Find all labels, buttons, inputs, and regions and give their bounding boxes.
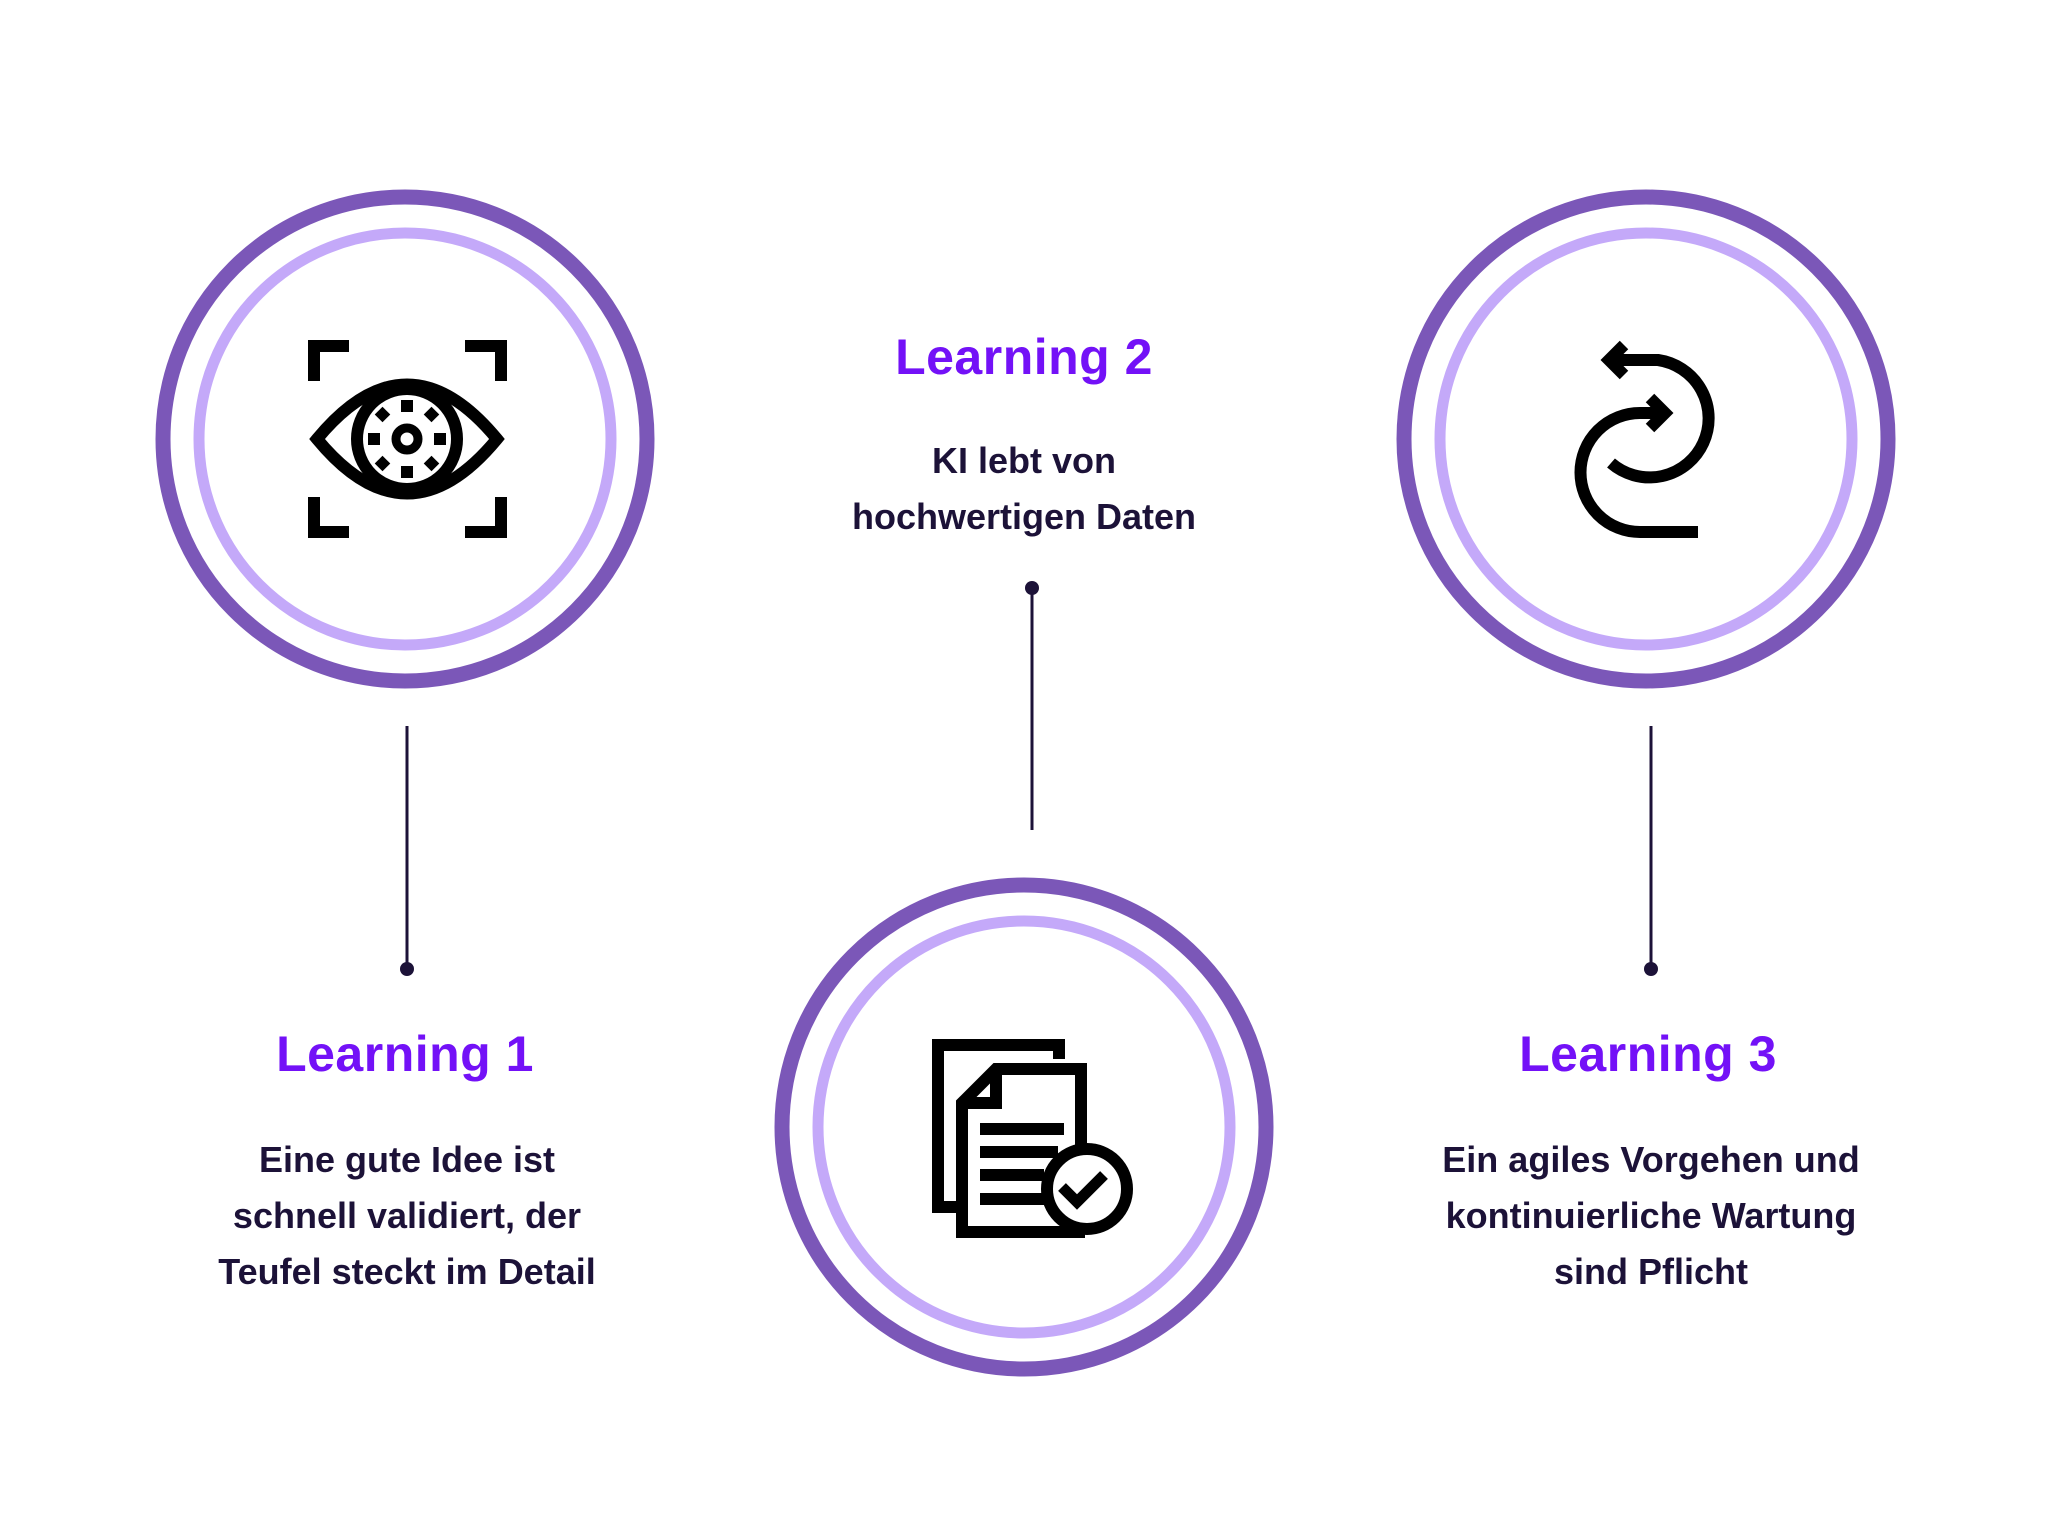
inner-ring: [193, 227, 617, 651]
learning-2-title: Learning 2: [895, 329, 1153, 385]
learning-2-description: KI lebt von hochwertigen Daten: [724, 433, 1324, 545]
learning-2-badge: [774, 877, 1274, 1377]
cycle-arrows-icon: [1574, 340, 1715, 538]
learning-3-description: Ein agiles Vorgehen und kontinuierliche …: [1351, 1132, 1951, 1300]
learning-3-badge: [1396, 189, 1896, 689]
learning-1-title: Learning 1: [276, 1026, 534, 1082]
eye-scan-icon: [308, 340, 507, 538]
description-line: sind Pflicht: [1553, 1251, 1748, 1292]
learning-1-description: Eine gute Idee ist schnell validiert, de…: [107, 1132, 707, 1300]
outer-ring: [774, 877, 1274, 1377]
inner-ring: [1434, 227, 1858, 651]
description-line: kontinuierliche Wartung: [1445, 1195, 1857, 1236]
description-line: hochwertigen Daten: [851, 496, 1197, 537]
description-line: KI lebt von: [931, 440, 1116, 481]
description-line: Eine gute Idee ist: [258, 1139, 556, 1180]
connector-1: [400, 726, 414, 976]
learning-1-badge: [155, 189, 655, 689]
learning-3-title: Learning 3: [1519, 1026, 1777, 1082]
outer-ring: [1396, 189, 1896, 689]
documents-check-icon: [932, 1039, 1133, 1238]
connector-3: [1644, 726, 1658, 976]
connector-2: [1025, 581, 1039, 830]
description-line: Teufel steckt im Detail: [218, 1251, 596, 1292]
outer-ring: [155, 189, 655, 689]
inner-ring: [812, 915, 1236, 1339]
description-line: schnell validiert, der: [232, 1195, 582, 1236]
description-line: Ein agiles Vorgehen und: [1442, 1139, 1860, 1180]
